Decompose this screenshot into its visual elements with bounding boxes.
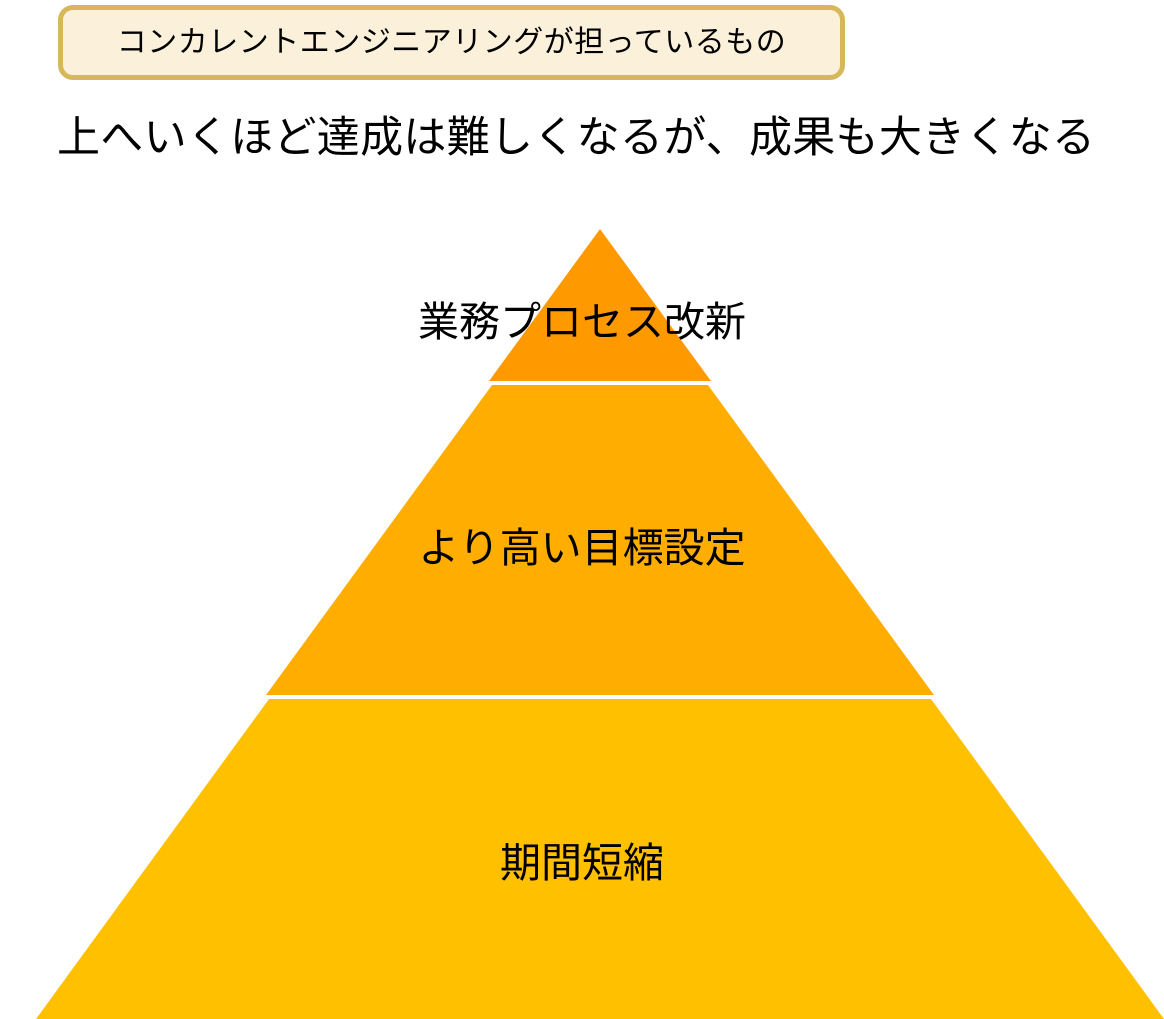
title-banner: コンカレントエンジニアリングが担っているもの: [58, 5, 845, 80]
title-banner-text: コンカレントエンジニアリングが担っているもの: [116, 25, 787, 59]
pyramid-tier-bottom-label: 期間短縮: [500, 840, 664, 886]
pyramid-tier-top-shape: [489, 229, 711, 381]
pyramid-tier-middle-shape: [266, 385, 934, 695]
pyramid-tier-top-label: 業務プロセス改新: [418, 299, 746, 345]
pyramid-tier-bottom-shape: [36, 699, 1164, 1019]
pyramid-tier-middle-label: より高い目標設定: [418, 525, 746, 571]
subtitle-text: 上へいくほど達成は難しくなるが、成果も大きくなる: [57, 114, 1096, 162]
